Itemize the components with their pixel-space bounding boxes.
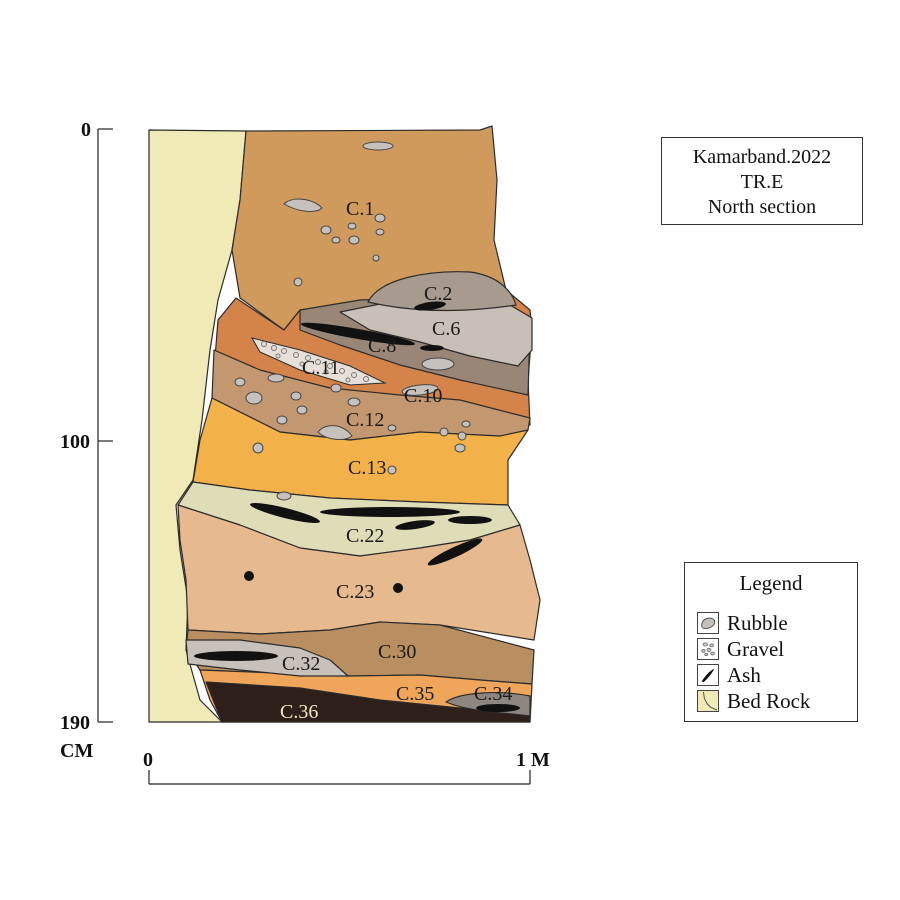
rubble-piece: [457, 431, 467, 441]
ash-lens: [320, 507, 460, 517]
rubble-piece: [461, 420, 471, 428]
rubble-piece: [347, 397, 361, 407]
rubble-piece: [348, 235, 360, 245]
ash-lens: [414, 301, 446, 311]
layer-label-c1: C.1: [346, 198, 374, 220]
layer-label-c6: C.6: [432, 318, 460, 340]
ash-lens: [420, 345, 444, 351]
scale-end-label: 1 M: [516, 749, 550, 771]
rubble-piece: [401, 384, 439, 396]
width-scale: [148, 770, 531, 785]
layer-label-c32: C.32: [282, 653, 320, 675]
layer-label-c36: C.36: [280, 701, 318, 723]
legend-label: Bed Rock: [727, 688, 811, 713]
rubble-piece: [362, 141, 394, 151]
ash-lens: [300, 322, 416, 346]
rubble-piece: [267, 373, 285, 383]
rubble-piece: [439, 427, 449, 437]
depth-axis: [97, 128, 113, 723]
rubble-piece: [347, 222, 357, 230]
ash-lens: [427, 538, 483, 566]
ash-lens: [476, 704, 520, 712]
depth-tick-label: 190: [60, 712, 90, 734]
rubble-piece: [387, 465, 397, 475]
layer-label-c11: C.11: [302, 357, 340, 379]
rubble-piece: [252, 442, 264, 454]
depth-tick-label: 100: [60, 431, 90, 453]
rubble-piece: [320, 225, 332, 235]
legend-item-ash: Ash: [697, 663, 761, 687]
legend-title: Legend: [739, 571, 803, 595]
legend: Legend Rubble Gravel Ash Bed Rock: [684, 562, 858, 722]
layer-label-c30: C.30: [378, 641, 416, 663]
rubble-piece: [276, 491, 292, 501]
rubble-piece: [234, 377, 246, 387]
ash-spot: [393, 583, 403, 593]
rubble-piece: [296, 405, 308, 415]
layer-label-c35: C.35: [396, 683, 434, 705]
title-line: North section: [707, 196, 817, 218]
depth-tick-label: 0: [81, 119, 91, 141]
rubble-piece: [330, 383, 342, 393]
legend-item-bedrock: Bed Rock: [697, 689, 810, 713]
rubble-piece: [290, 391, 302, 401]
rubble-piece: [331, 236, 341, 244]
layer-c2: [367, 271, 517, 312]
title-line: TR.E: [740, 171, 784, 193]
rubble-piece: [421, 357, 455, 371]
ash-icon: [697, 664, 719, 686]
legend-label: Rubble: [727, 610, 788, 635]
scale-start-label: 0: [143, 749, 153, 771]
ash-lens: [395, 520, 435, 530]
bedrock-icon: [697, 690, 719, 712]
rubble-piece: [372, 254, 380, 262]
layer-label-c12: C.12: [346, 409, 384, 431]
gravel-lens: [250, 337, 387, 386]
layer-label-c8: C.8: [368, 335, 396, 357]
layer-c23: [177, 504, 541, 641]
rubble-piece: [293, 277, 303, 287]
ash-lens: [250, 503, 320, 523]
layer-label-c2: C.2: [424, 283, 452, 305]
rubble-piece: [375, 228, 385, 236]
layer-label-c23: C.23: [336, 581, 374, 603]
rubble-piece: [387, 424, 397, 432]
legend-label: Ash: [727, 662, 761, 687]
rubble-piece: [317, 425, 353, 440]
rubble-piece: [283, 198, 323, 212]
rubble-piece: [374, 213, 386, 223]
rubble-piece: [245, 391, 263, 405]
section-title-box: Kamarband.2022 TR.E North section: [661, 137, 863, 225]
legend-item-gravel: Gravel: [697, 637, 784, 661]
rubble-piece: [276, 415, 288, 425]
ash-lens: [194, 651, 278, 661]
layer-label-c13: C.13: [348, 457, 386, 479]
depth-unit-label: CM: [60, 740, 93, 762]
layer-label-c10: C.10: [404, 385, 442, 407]
title-line: Kamarband.2022: [692, 146, 832, 168]
rubble-pieces: [234, 141, 471, 501]
ash-lenses: [194, 301, 520, 712]
layer-label-c22: C.22: [346, 525, 384, 547]
legend-item-rubble: Rubble: [697, 611, 788, 635]
gravel-icon: [697, 638, 719, 660]
rubble-icon: [697, 612, 719, 634]
ash-spot: [244, 571, 254, 581]
layer-label-c34: C.34: [474, 683, 512, 705]
legend-label: Gravel: [727, 636, 785, 661]
rubble-piece: [454, 443, 466, 453]
ash-lens: [448, 516, 492, 524]
